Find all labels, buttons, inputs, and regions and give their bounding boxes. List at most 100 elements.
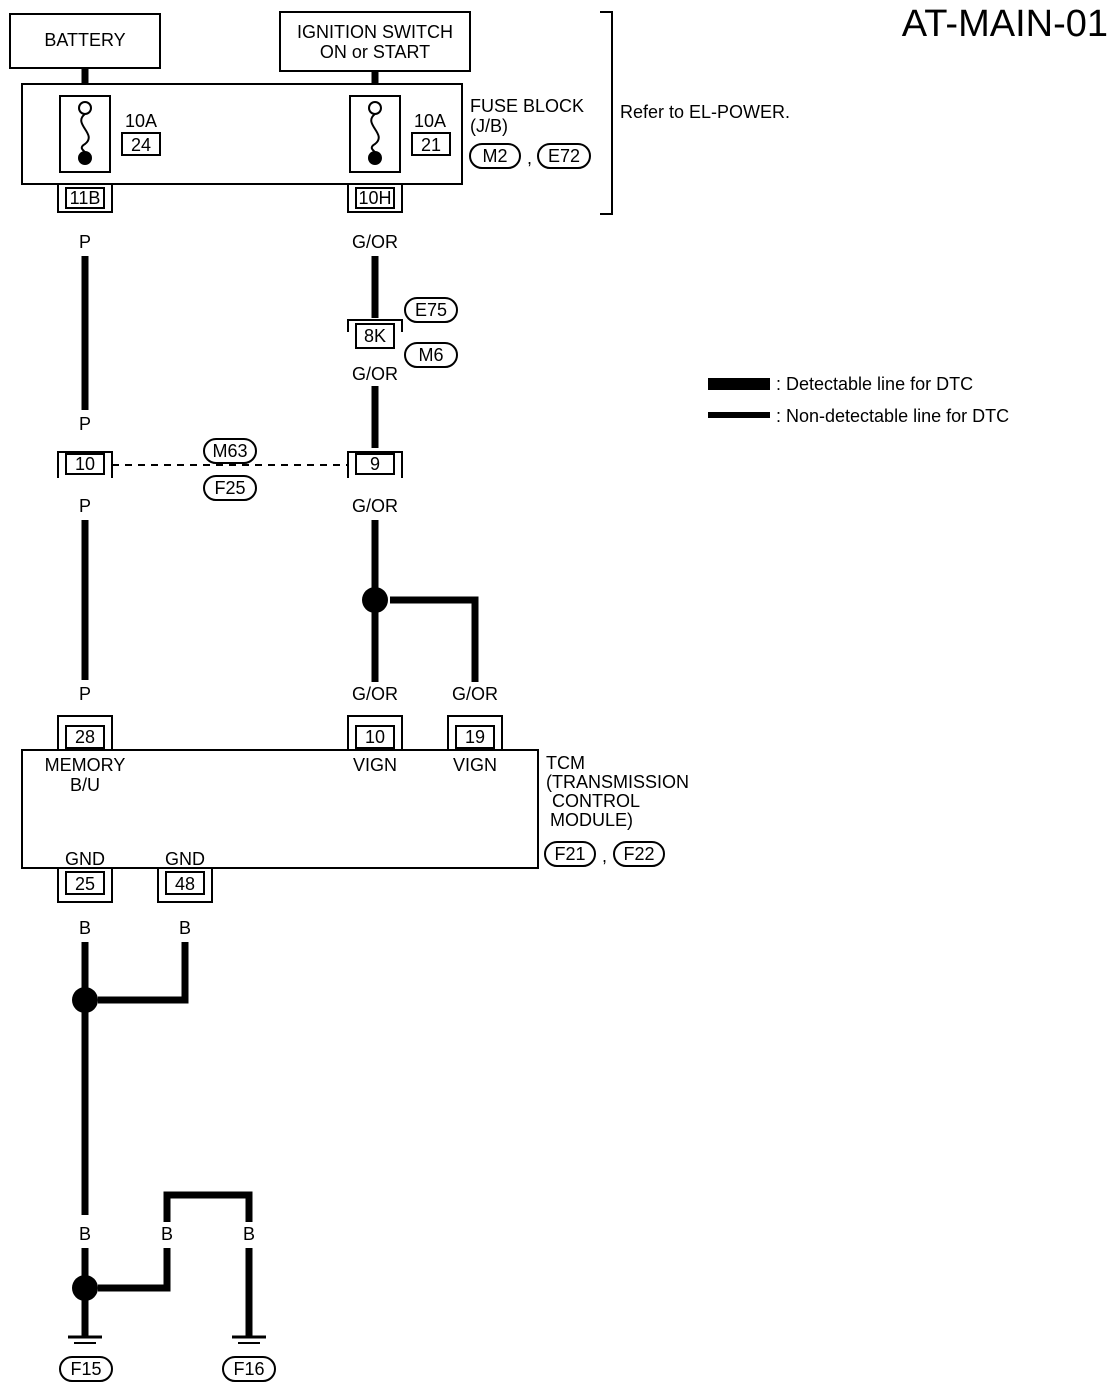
connector-e75: E75 bbox=[415, 300, 447, 320]
wire-color-p-3: P bbox=[79, 496, 91, 516]
legend-thick-label: : Detectable line for DTC bbox=[776, 374, 973, 394]
wire-color-b-2: B bbox=[179, 918, 191, 938]
connector-f21: F21 bbox=[554, 844, 585, 864]
terminal-tcm-48: 48 bbox=[175, 874, 195, 894]
refer-note: Refer to EL-POWER. bbox=[620, 102, 790, 122]
terminal-tcm-25: 25 bbox=[75, 874, 95, 894]
connector-m63-right-box bbox=[355, 453, 395, 475]
tcm-memory-label: MEMORY bbox=[45, 755, 126, 775]
connector-f25-pill bbox=[203, 475, 257, 501]
splice-ground-1 bbox=[72, 987, 98, 1013]
tcm-name-4: MODULE) bbox=[550, 810, 633, 830]
connector-8k-shell-top bbox=[347, 319, 403, 332]
legend-thin-line bbox=[708, 412, 770, 418]
legend: : Detectable line for DTC : Non-detectab… bbox=[708, 374, 1009, 426]
connector-m6-pill bbox=[404, 342, 458, 368]
diagram-title: AT-MAIN-01 bbox=[902, 3, 1108, 45]
connector-f22: F22 bbox=[623, 844, 654, 864]
wire-color-b-4: B bbox=[161, 1224, 173, 1244]
wire-color-gor-5: G/OR bbox=[452, 684, 498, 704]
wire-b-branch-48 bbox=[98, 942, 189, 1004]
fuse-24-amp: 10A bbox=[125, 111, 157, 131]
connector-f25: F25 bbox=[214, 478, 245, 498]
connector-separator: , bbox=[527, 148, 532, 168]
tcm-connector-separator: , bbox=[602, 846, 607, 866]
fuse-21-bottom-terminal bbox=[368, 151, 382, 165]
legend-thin-label: : Non-detectable line for DTC bbox=[776, 406, 1009, 426]
tcm-vign-label-2: VIGN bbox=[453, 755, 497, 775]
wire-b-jumper bbox=[163, 1191, 253, 1222]
connector-e72: E72 bbox=[548, 146, 580, 166]
terminal-11b: 11B bbox=[70, 188, 101, 208]
wire-color-gor-4: G/OR bbox=[352, 684, 398, 704]
fuse-24-top-terminal bbox=[78, 101, 92, 115]
terminal-m63-right: 9 bbox=[370, 454, 380, 474]
connector-11b-box bbox=[65, 187, 105, 209]
connector-m63-pill bbox=[203, 438, 257, 464]
connector-e72-pill bbox=[537, 143, 591, 169]
tcm-vign-label-1: VIGN bbox=[353, 755, 397, 775]
wire-color-p-2: P bbox=[79, 414, 91, 434]
fuse-21-number: 21 bbox=[421, 135, 441, 155]
fuse-block-label-1: FUSE BLOCK bbox=[470, 96, 584, 116]
battery-label: BATTERY bbox=[44, 30, 125, 50]
tcm-box bbox=[21, 749, 539, 869]
terminal-tcm-19: 19 bbox=[465, 727, 485, 747]
terminal-8k: 8K bbox=[364, 326, 386, 346]
wire-b-splice-link bbox=[98, 1248, 171, 1292]
fuse-21-top-terminal bbox=[368, 101, 382, 115]
fuse-21-number-box bbox=[411, 132, 451, 156]
connector-e75-pill bbox=[404, 297, 458, 323]
connector-10h-shell bbox=[347, 184, 403, 213]
connector-tcm-10-shell bbox=[347, 715, 403, 750]
ground-symbol-f16 bbox=[232, 1335, 266, 1344]
connector-tcm-28-shell bbox=[57, 715, 113, 750]
wire-gor-branch bbox=[390, 596, 479, 682]
tcm-name-1: TCM bbox=[546, 753, 585, 773]
fuse-24-number-box bbox=[121, 132, 161, 156]
connector-tcm-10-box bbox=[355, 725, 395, 749]
tcm-name-3: CONTROL bbox=[552, 791, 640, 811]
connector-m63: M63 bbox=[212, 441, 247, 461]
connector-f15: F15 bbox=[70, 1359, 101, 1379]
connector-f22-pill bbox=[613, 841, 665, 867]
terminal-tcm-28: 28 bbox=[75, 727, 95, 747]
wire-color-b-5: B bbox=[243, 1224, 255, 1244]
connector-f21-pill bbox=[544, 841, 596, 867]
battery-box bbox=[9, 13, 161, 69]
tcm-gnd-label-1: GND bbox=[65, 849, 105, 869]
tcm-name-2: (TRANSMISSION bbox=[546, 772, 689, 792]
connector-tcm-48-shell bbox=[157, 868, 213, 903]
wire-color-b-1: B bbox=[79, 918, 91, 938]
connector-11b-shell bbox=[57, 184, 113, 213]
fuse-block-bracket bbox=[600, 11, 613, 215]
connector-m2: M2 bbox=[482, 146, 507, 166]
fuse-block-label-2: (J/B) bbox=[470, 116, 508, 136]
wire-color-gor-1: G/OR bbox=[352, 232, 398, 252]
connector-10h-box bbox=[355, 187, 395, 209]
terminal-tcm-10: 10 bbox=[365, 727, 385, 747]
connector-f16-pill bbox=[222, 1356, 276, 1382]
connector-m2-pill bbox=[469, 143, 521, 169]
fuse-24-bottom-terminal bbox=[78, 151, 92, 165]
connector-tcm-19-shell bbox=[447, 715, 503, 750]
connector-tcm-25-shell bbox=[57, 868, 113, 903]
connector-tcm-25-box bbox=[65, 871, 105, 895]
splice-ground-2 bbox=[72, 1275, 98, 1301]
connector-m63-left-box bbox=[65, 453, 105, 475]
terminal-m63-left: 10 bbox=[75, 454, 95, 474]
wire-color-p-4: P bbox=[79, 684, 91, 704]
wire-color-p-1: P bbox=[79, 232, 91, 252]
connector-8k-box bbox=[355, 323, 395, 349]
connector-tcm-48-box bbox=[165, 871, 205, 895]
fuse-24-number: 24 bbox=[131, 135, 151, 155]
wire-color-gor-3: G/OR bbox=[352, 496, 398, 516]
connector-tcm-28-box bbox=[65, 725, 105, 749]
wire-color-b-3: B bbox=[79, 1224, 91, 1244]
ignition-switch-box bbox=[279, 11, 471, 72]
tcm-gnd-label-2: GND bbox=[165, 849, 205, 869]
ignition-label-2: ON or START bbox=[320, 42, 430, 62]
ignition-label-1: IGNITION SWITCH bbox=[297, 22, 453, 42]
connector-f15-pill bbox=[59, 1356, 113, 1382]
